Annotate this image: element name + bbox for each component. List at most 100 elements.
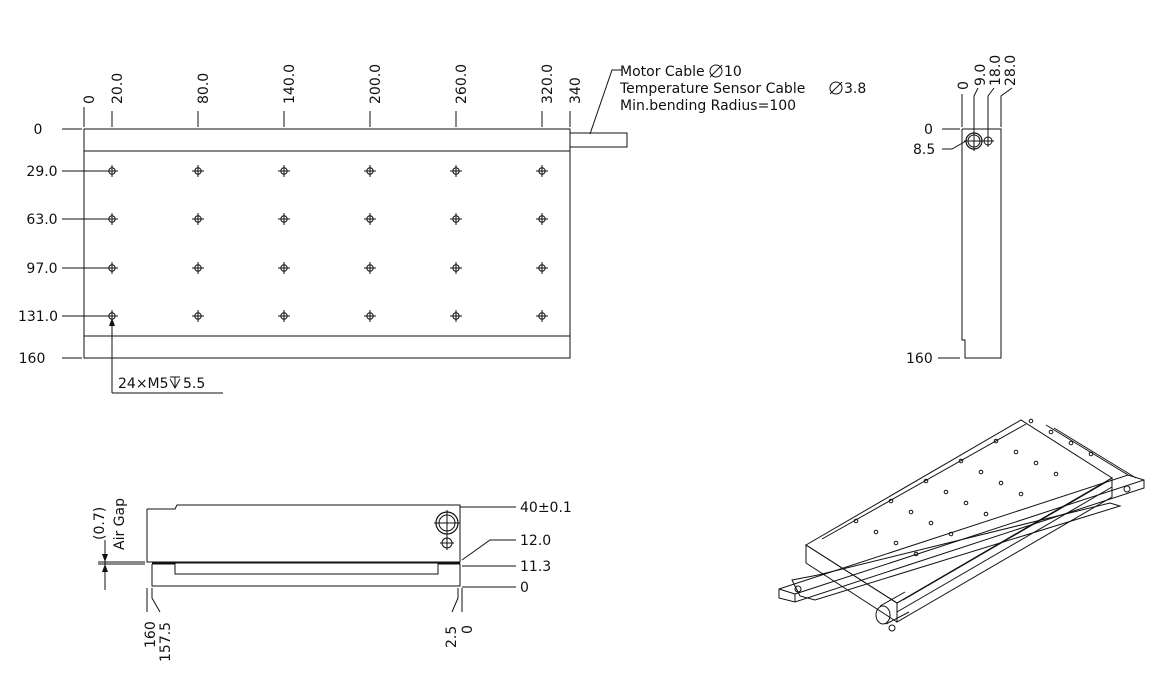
mounting-hole-icon	[106, 262, 118, 274]
mounting-hole-icon	[364, 213, 376, 225]
iso-hole-icon	[893, 540, 899, 546]
mounting-hole-icon	[192, 213, 204, 225]
mounting-hole-icon	[536, 262, 548, 274]
iso-hole-icon	[873, 529, 879, 535]
side-left-label-8-5: 8.5	[913, 142, 935, 158]
mounting-hole-icon	[192, 262, 204, 274]
cable-note-line2: Temperature Sensor Cable	[619, 81, 805, 97]
iso-mover-side	[896, 477, 1113, 623]
x-label-140: 140.0	[282, 64, 298, 104]
y-label-131: 131.0	[18, 309, 58, 325]
mounting-hole-icon	[536, 165, 548, 177]
iso-hole-icon	[1033, 460, 1039, 466]
iso-hole-icon	[1088, 451, 1094, 457]
side-left-label-160: 160	[906, 351, 933, 367]
mounting-hole-icon	[536, 213, 548, 225]
mounting-hole-icon	[278, 310, 290, 322]
mounting-holes	[106, 165, 548, 322]
side-label-18: 18.0	[988, 55, 1004, 86]
air-gap-arrow-up-icon	[102, 564, 108, 572]
hole-depth-text: 5.5	[183, 376, 205, 392]
front-bottom-label-2-5: 2.5	[444, 626, 460, 648]
mounting-hole-icon	[106, 165, 118, 177]
top-view: 0 20.0 80.0 140.0 200.0 260.0 320.0 340 …	[18, 64, 866, 394]
front-right-label-12: 12.0	[520, 533, 551, 549]
iso-mounting-holes	[853, 418, 1094, 557]
y-label-97: 97.0	[26, 261, 57, 277]
y-label-0: 0	[34, 122, 43, 138]
iso-hole-icon	[948, 531, 954, 537]
iso-hole-icon	[963, 500, 969, 506]
x-label-340: 340	[568, 77, 584, 104]
iso-screw-icon	[794, 585, 802, 593]
iso-hole-icon	[1053, 471, 1059, 477]
mounting-hole-icon	[364, 262, 376, 274]
iso-screw-icon	[1123, 485, 1131, 493]
y-label-63: 63.0	[26, 212, 57, 228]
y-label-160: 160	[19, 351, 46, 367]
top-view-outline	[83, 128, 571, 359]
y-label-29: 29.0	[26, 164, 57, 180]
front-view-stator-outline	[151, 563, 461, 587]
iso-hole-icon	[1048, 429, 1054, 435]
iso-hole-icon	[928, 520, 934, 526]
x-label-320: 320.0	[540, 64, 556, 104]
iso-hole-icon	[983, 511, 989, 517]
isometric-view	[778, 418, 1145, 632]
side-view-outline	[961, 128, 1002, 359]
iso-hole-icon	[923, 478, 929, 484]
x-label-80: 80.0	[196, 73, 212, 104]
cable-note-line3: Min.bending Radius=100	[620, 98, 796, 114]
iso-hole-icon	[1028, 418, 1034, 424]
air-gap-label: Air Gap	[112, 498, 128, 550]
front-right-label-40: 40±0.1	[520, 500, 572, 516]
iso-hole-icon	[998, 480, 1004, 486]
mounting-hole-icon	[450, 262, 462, 274]
mounting-hole-icon	[536, 310, 548, 322]
iso-hole-icon	[1013, 449, 1019, 455]
mounting-hole-icon	[278, 262, 290, 274]
y-leader-lines	[62, 128, 108, 359]
side-label-0: 0	[956, 81, 972, 90]
x-label-200: 200.0	[368, 64, 384, 104]
diameter-icon	[709, 64, 723, 78]
iso-hole-icon	[943, 489, 949, 495]
iso-hole-icon	[853, 518, 859, 524]
mounting-hole-icon	[364, 310, 376, 322]
iso-hole-icon	[978, 469, 984, 475]
mounting-hole-icon	[106, 213, 118, 225]
diameter-icon	[829, 81, 843, 95]
front-right-label-0: 0	[520, 580, 529, 596]
mounting-hole-icon	[192, 310, 204, 322]
mounting-hole-icon	[278, 213, 290, 225]
iso-hole-icon	[913, 551, 919, 557]
mounting-hole-icon	[450, 213, 462, 225]
front-view-mover-outline	[146, 504, 461, 563]
cable-stub	[569, 132, 628, 148]
front-view: (0.7) Air Gap 40±0.1 12.0 11.3 0 160 157…	[92, 498, 572, 662]
mounting-hole-icon	[450, 165, 462, 177]
cable-note-leader	[589, 69, 622, 135]
air-gap-arrow-down-icon	[102, 554, 108, 562]
side-label-9: 9.0	[973, 64, 989, 86]
front-right-label-11-3: 11.3	[520, 559, 551, 575]
hole-callout-text: 24×M5	[118, 376, 169, 392]
front-bottom-label-157-5: 157.5	[158, 622, 174, 662]
x-label-20: 20.0	[110, 73, 126, 104]
hole-callout-arrow	[109, 318, 115, 326]
iso-hole-icon	[1068, 440, 1074, 446]
cable-note-line2-dia: 3.8	[844, 81, 866, 97]
side-left-label-0: 0	[924, 122, 933, 138]
side-label-28: 28.0	[1003, 55, 1019, 86]
x-label-260: 260.0	[454, 64, 470, 104]
side-view: 0 9.0 18.0 28.0 0 8.5 160	[906, 55, 1019, 367]
cable-note-line1: Motor Cable	[620, 64, 705, 80]
iso-hole-icon	[908, 509, 914, 515]
x-dimension-labels: 0 20.0 80.0 140.0 200.0 260.0 320.0 340	[82, 64, 584, 104]
cable-note-line1-dia: 10	[724, 64, 742, 80]
iso-base-plate	[778, 474, 1145, 603]
front-bottom-label-0: 0	[460, 625, 476, 634]
mounting-hole-icon	[450, 310, 462, 322]
iso-hole-icon	[1018, 491, 1024, 497]
